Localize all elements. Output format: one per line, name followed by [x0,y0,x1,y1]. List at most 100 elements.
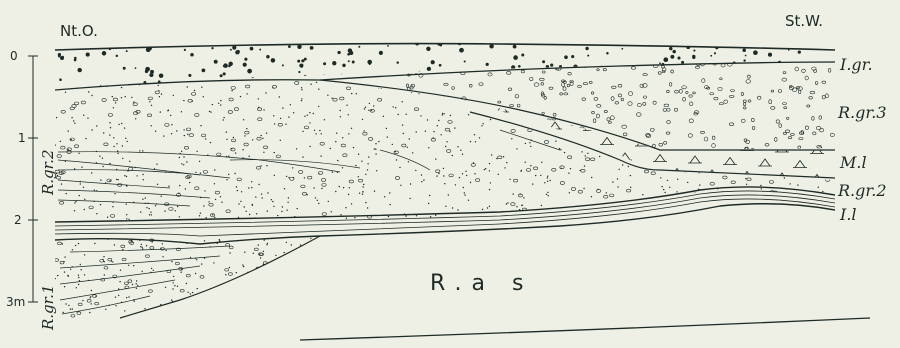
sand-dot [301,87,302,88]
sand-dot [577,100,578,101]
bedding-line [58,152,340,172]
sand-dot [142,271,143,272]
sand-dot [288,318,289,319]
pebble-mark [487,107,491,110]
sand-dot [236,186,237,187]
pebble-mark [378,108,381,111]
sand-dot [102,158,103,159]
pebble-mark [209,203,213,206]
sand-dot [743,217,744,218]
sand-dot [142,174,143,175]
pebble-mark [410,86,413,89]
sand-dot [550,180,551,181]
sand-dot [521,205,522,206]
sand-dot [112,206,113,207]
sand-dot [519,79,520,80]
sand-dot [642,194,643,195]
pebble-mark [322,213,326,216]
sand-dot [744,114,745,115]
pebble-mark [388,70,391,72]
sand-dot [804,122,805,123]
sand-dot [107,217,108,218]
sand-dot [220,312,221,313]
sand-dot [808,144,809,145]
pebble-mark [801,122,805,125]
pebble-mark [611,86,616,88]
sand-dot [291,314,292,315]
sand-dot [187,134,188,135]
sand-dot [78,277,79,278]
sand-dot [547,181,548,182]
sand-dot [375,143,376,144]
sand-dot [81,167,82,168]
pebble-mark [631,155,635,158]
sand-dot [280,289,281,290]
sand-dot [109,122,110,123]
sand-dot [199,215,200,216]
pebble-mark [414,63,419,67]
sand-dot [473,97,474,98]
pebble-mark [272,85,276,88]
pebble-mark [564,93,568,95]
marl-symbol [548,122,562,129]
pebble-mark [474,104,478,106]
gravel-dot [431,60,435,64]
gravel-dot [135,67,137,69]
sand-dot [614,219,615,220]
gravel-dot [396,61,398,63]
sand-dot [626,117,627,118]
sand-dot [55,278,56,279]
pebble-mark [194,300,198,303]
sand-dot [72,308,73,309]
sand-dot [512,78,513,79]
pebble-mark [742,152,746,155]
sand-dot [591,177,592,178]
pebble-mark [343,154,347,157]
sand-dot [589,85,590,86]
sand-dot [523,197,524,198]
sand-dot [500,96,501,97]
sand-dot [297,269,298,270]
sand-dot [490,101,491,102]
pebble-mark [506,72,511,75]
sand-dot [209,221,210,222]
pebble-mark [231,148,235,151]
pebble-mark [395,177,399,180]
sand-dot [310,84,311,85]
sand-dot [402,124,403,125]
pebble-mark [447,218,451,221]
sand-dot [595,94,596,95]
pebble-mark [643,148,646,151]
sand-dot [218,103,219,104]
sand-dot [560,149,561,150]
sand-dot [761,188,762,189]
sand-dot [485,168,486,169]
marl-symbol [425,102,439,109]
sand-dot [114,244,115,245]
pebble-mark [647,62,651,65]
bedding-line [62,296,150,314]
sand-dot [175,210,176,211]
sand-dot [104,274,105,275]
sand-dot [437,125,438,126]
sand-dot [55,144,56,145]
gravel-dot [654,42,656,44]
sand-dot [395,107,396,108]
sand-dot [725,98,726,99]
sand-dot [321,188,322,189]
pebble-mark [560,182,564,185]
sand-dot [784,177,785,178]
gravel-dot [332,61,336,65]
marl-symbol [425,130,439,137]
sand-dot [155,131,156,132]
pebble-mark [795,67,799,71]
sand-dot [683,201,684,202]
pebble-mark [245,312,249,315]
gravel-dot [670,55,674,59]
sand-dot [313,286,314,287]
pebble-mark [810,91,815,94]
sand-dot [185,188,186,189]
pebble-mark [288,275,292,278]
pebble-mark [765,144,769,147]
sand-dot [179,216,180,217]
